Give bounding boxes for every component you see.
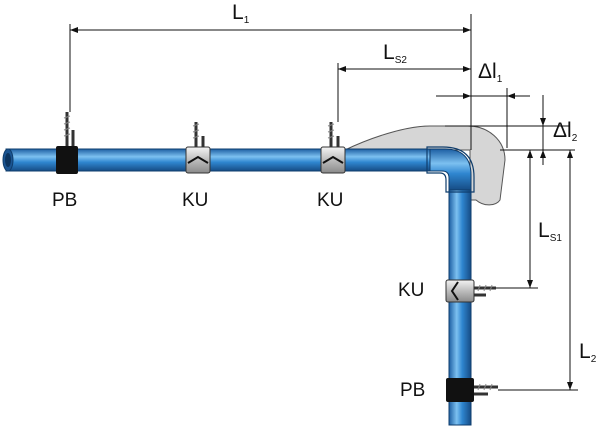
label-L2: L2 (579, 340, 597, 365)
support-label-h3: KU (317, 190, 343, 211)
sliding-clamp-h2 (320, 122, 346, 174)
label-Ls1: LS1 (538, 219, 562, 244)
dimension-Ls1 (496, 150, 538, 289)
fixed-point-clamp-h1 (56, 112, 78, 174)
dimension-L2 (498, 150, 578, 391)
dimension-Ls2 (337, 63, 471, 122)
dimension-dl2 (445, 95, 575, 165)
elbow-socket (426, 146, 475, 193)
pipe-open-end-inner (5, 153, 11, 167)
fixed-point-clamp-v1 (446, 378, 498, 402)
label-L1: L1 (232, 1, 250, 26)
support-label-h1: PB (52, 190, 77, 211)
pipe-elbow (429, 148, 472, 191)
dimension-L1 (69, 14, 472, 150)
label-dl1: Δl1 (478, 60, 503, 85)
sliding-clamp-h1 (185, 122, 211, 174)
support-label-h2: KU (182, 190, 208, 211)
label-dl2: Δl2 (553, 119, 578, 144)
support-label-v1: KU (398, 280, 424, 301)
sliding-clamp-v1 (445, 279, 496, 303)
dimension-dl1 (436, 88, 530, 148)
label-Ls2: LS2 (383, 41, 407, 66)
support-label-v2: PB (400, 380, 425, 401)
expansion-zone (344, 125, 506, 206)
